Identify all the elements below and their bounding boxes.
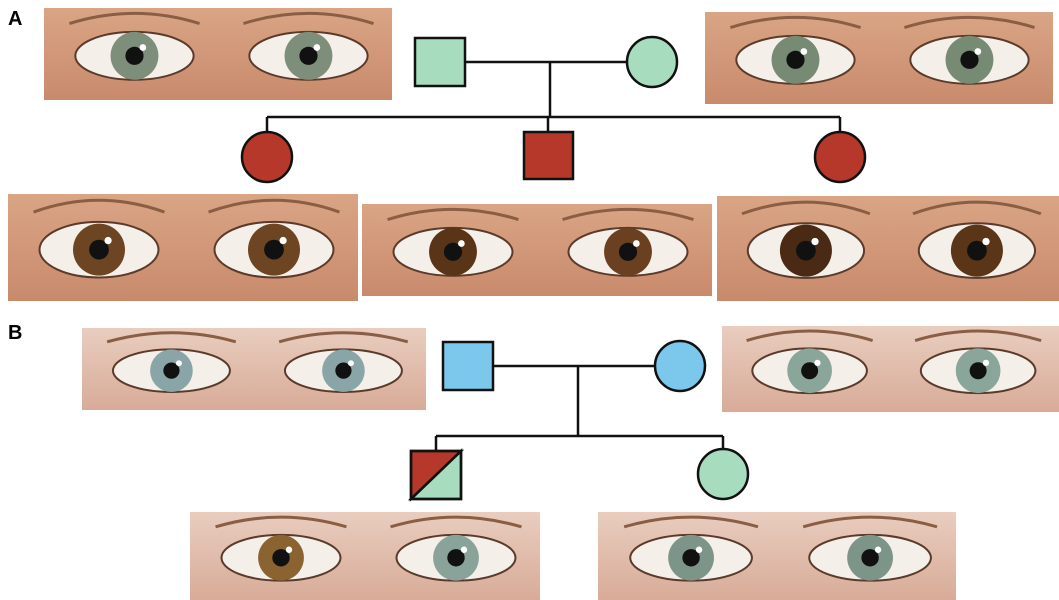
daughter-symbol-a1 [242, 132, 292, 182]
mother-symbol-a [627, 37, 677, 87]
father-symbol-a [415, 38, 465, 86]
mother-symbol-b [655, 341, 705, 391]
son-symbol-b1 [411, 451, 461, 499]
daughter-symbol-b2 [698, 449, 748, 499]
son-symbol-a2 [524, 132, 573, 179]
father-symbol-b [443, 342, 493, 390]
daughter-symbol-a3 [815, 132, 865, 182]
